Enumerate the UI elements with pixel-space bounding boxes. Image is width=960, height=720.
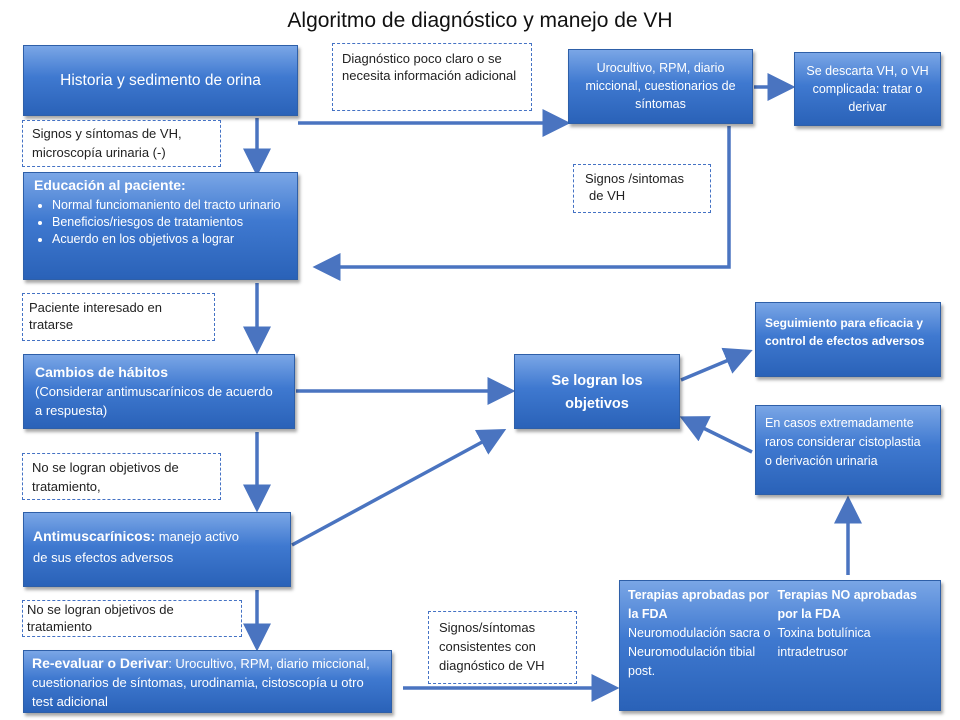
- page-title: Algoritmo de diagnóstico y manejo de VH: [287, 9, 673, 32]
- label-diagnostico: Diagnóstico poco claro o se necesita inf…: [332, 43, 532, 111]
- terapias-fda-body: Neuromodulación sacra o Neuromodulación …: [628, 626, 771, 678]
- box-antimusc-line1: Antimuscarínicos: manejo activo: [33, 526, 281, 547]
- box-logran: Se logran los objetivos: [514, 354, 680, 429]
- box-reevaluar: Re-evaluar o Derivar: Urocultivo, RPM, d…: [23, 650, 392, 713]
- box-logran-text: Se logran los objetivos: [551, 373, 643, 412]
- label-signos-sintomas: Signos /sintomas de VH: [573, 164, 711, 213]
- list-item: Normal funciomaniento del tracto urinari…: [52, 197, 287, 214]
- label-no-logran-2: No se logran objetivos de tratamiento: [22, 600, 242, 637]
- label-consistentes-text: Signos/síntomas consistentes con diagnós…: [439, 620, 545, 673]
- box-antimusc: Antimuscarínicos: manejo activo de sus e…: [23, 512, 291, 587]
- list-item: Beneficios/riesgos de tratamientos: [52, 214, 287, 231]
- list-item: Acuerdo en los objetivos a lograr: [52, 231, 287, 248]
- box-reevaluar-heading: Re-evaluar o Derivar: [32, 655, 169, 671]
- arrow-antimusc-to-logran: [291, 429, 507, 547]
- label-interesado-text: Paciente interesado en tratarse: [29, 300, 162, 332]
- arrow-casos-to-logran: [679, 416, 753, 454]
- label-signos-vh-line2: microscopía urinaria (-): [32, 145, 166, 160]
- box-antimusc-inline: manejo activo: [155, 529, 239, 544]
- box-cambios-heading: Cambios de hábitos: [35, 364, 169, 380]
- box-descarta: Se descarta VH, o VH complicada: tratar …: [794, 52, 941, 126]
- label-signos-sintomas-line1: Signos /sintomas: [585, 171, 684, 186]
- label-interesado: Paciente interesado en tratarse: [22, 293, 215, 341]
- label-signos-sintomas-line2: de VH: [589, 188, 626, 203]
- box-urocultivo-text: Urocultivo, RPM, diario miccional, cuest…: [585, 61, 736, 111]
- box-educacion-heading: Educación al paciente:: [34, 177, 186, 193]
- box-reevaluar-body: : Urocultivo, RPM, diario miccional, cue…: [32, 656, 370, 709]
- box-casos: En casos extremadamente raros considerar…: [755, 405, 941, 495]
- label-signos-vh-line1: Signos y síntomas de VH,: [32, 126, 182, 141]
- box-educacion: Educación al paciente: Normal funciomani…: [23, 172, 298, 280]
- label-no-logran-1: No se logran objetivos de tratamiento,: [22, 453, 221, 500]
- box-casos-text: En casos extremadamente raros considerar…: [765, 416, 921, 468]
- arrow-urocultivo-to-educacion: [312, 126, 731, 281]
- terapias-nofda-column: Terapias NO aprobadas por la FDA Toxina …: [778, 586, 932, 705]
- box-educacion-list: Normal funciomaniento del tracto urinari…: [34, 197, 287, 248]
- box-antimusc-body: de sus efectos adversos: [33, 550, 174, 565]
- label-diagnostico-text: Diagnóstico poco claro o se necesita inf…: [342, 51, 517, 83]
- label-consistentes: Signos/síntomas consistentes con diagnós…: [428, 611, 577, 684]
- box-cambios: Cambios de hábitos (Considerar antimusca…: [23, 354, 295, 429]
- terapias-nofda-heading: Terapias NO aprobadas por la FDA: [777, 588, 917, 621]
- label-no-logran-1-text: No se logran objetivos de tratamiento,: [32, 460, 179, 494]
- box-seguimiento: Seguimiento para eficacia y control de e…: [755, 302, 941, 377]
- box-historia-text: Historia y sedimento de orina: [60, 71, 261, 89]
- terapias-fda-heading: Terapias aprobadas por la FDA: [628, 588, 769, 621]
- terapias-fda-column: Terapias aprobadas por la FDA Neuromodul…: [628, 586, 778, 705]
- label-no-logran-2-text: No se logran objetivos de tratamiento: [27, 602, 174, 634]
- box-descarta-text: Se descarta VH, o VH complicada: tratar …: [806, 64, 929, 114]
- box-urocultivo: Urocultivo, RPM, diario miccional, cuest…: [568, 49, 753, 124]
- arrow-logran-to-seguimiento: [680, 347, 753, 382]
- terapias-nofda-body: Toxina botulínica intradetrusor: [777, 626, 871, 659]
- box-cambios-body: (Considerar antimuscarínicos de acuerdo …: [35, 384, 273, 418]
- box-seguimiento-text: Seguimiento para eficacia y control de e…: [765, 316, 925, 348]
- box-historia: Historia y sedimento de orina: [23, 45, 298, 116]
- label-signos-vh: Signos y síntomas de VH, microscopía uri…: [22, 120, 221, 167]
- box-terapias: Terapias aprobadas por la FDA Neuromodul…: [619, 580, 941, 711]
- box-antimusc-heading: Antimuscarínicos:: [33, 528, 156, 544]
